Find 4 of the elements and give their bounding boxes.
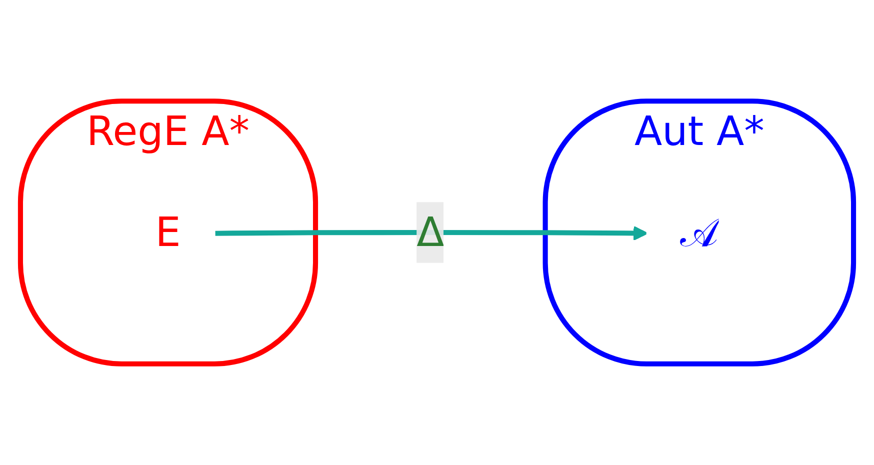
edge-label: Δ [416, 208, 444, 256]
node-text: 𝒜 [680, 208, 719, 256]
arrow [215, 226, 648, 241]
node-text: E [155, 208, 181, 256]
